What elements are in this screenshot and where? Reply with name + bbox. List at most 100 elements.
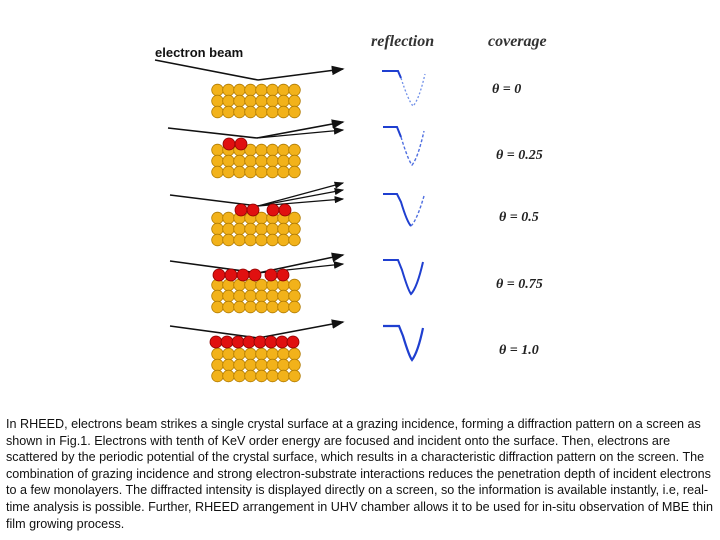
substrate-atom — [211, 300, 224, 314]
adatom — [209, 335, 223, 349]
substrate-atom — [277, 369, 290, 383]
reflection-curve-dotted — [410, 195, 425, 227]
substrate-atom — [277, 300, 290, 314]
substrate-atom — [222, 347, 235, 361]
electron-beam-label: electron beam — [155, 45, 244, 60]
substrate-atom — [266, 222, 279, 236]
substrate-atom — [233, 154, 246, 168]
reflection-curve — [383, 126, 402, 138]
substrate-atom — [255, 154, 268, 168]
substrate-atom — [222, 83, 235, 97]
substrate-atom — [244, 289, 257, 303]
substrate-atom — [288, 347, 301, 361]
substrate-atom — [288, 143, 301, 157]
substrate-atom — [266, 347, 279, 361]
substrate-atom — [277, 347, 290, 361]
incident-beam — [169, 194, 259, 207]
substrate-atom — [211, 143, 224, 157]
adatom — [276, 268, 290, 282]
substrate-atom — [277, 358, 290, 372]
substrate-atom — [277, 154, 290, 168]
reflected-beam — [256, 119, 345, 139]
substrate-atom — [244, 105, 257, 119]
substrate-atom — [255, 278, 268, 292]
adatom — [264, 268, 278, 282]
substrate-atom — [255, 222, 268, 236]
adatom — [220, 335, 234, 349]
substrate-atom — [233, 105, 246, 119]
adatom — [236, 268, 250, 282]
adatom — [234, 137, 248, 151]
row-theta-0.5 — [169, 181, 425, 247]
substrate-atom — [233, 369, 246, 383]
adatom — [212, 268, 226, 282]
substrate-atom — [255, 83, 268, 97]
substrate-atom — [288, 211, 301, 225]
reflection-curve — [383, 324, 425, 362]
substrate-atom — [277, 289, 290, 303]
reflection-curve-dotted — [400, 130, 425, 167]
substrate-atom — [255, 105, 268, 119]
substrate-atom — [244, 222, 257, 236]
substrate-atom — [222, 358, 235, 372]
reflection-curve — [383, 193, 412, 227]
coverage-header: coverage — [488, 33, 547, 50]
substrate-atom — [288, 94, 301, 108]
substrate-atom — [222, 105, 235, 119]
adatom — [242, 335, 256, 349]
substrate-atom — [211, 105, 224, 119]
substrate-atom — [211, 94, 224, 108]
substrate-atom — [277, 165, 290, 179]
substrate-atom — [233, 289, 246, 303]
coverage-label: θ = 0.75 — [496, 277, 543, 292]
substrate-atom — [211, 369, 224, 383]
adatom — [231, 335, 245, 349]
adatom — [286, 335, 300, 349]
reflected-beam — [257, 65, 345, 81]
substrate-crystal — [211, 143, 301, 179]
substrate-atom — [266, 233, 279, 247]
substrate-atom — [222, 300, 235, 314]
substrate-atom — [288, 105, 301, 119]
substrate-atom — [244, 358, 257, 372]
substrate-atom — [288, 233, 301, 247]
substrate-atom — [288, 154, 301, 168]
substrate-atom — [222, 233, 235, 247]
substrate-atom — [266, 300, 279, 314]
substrate-atom — [277, 233, 290, 247]
substrate-atom — [288, 278, 301, 292]
rheed-figure: electron beam reflection coverage — [154, 33, 547, 383]
substrate-atom — [255, 165, 268, 179]
substrate-atom — [255, 233, 268, 247]
coverage-label: θ = 0.5 — [499, 210, 539, 225]
substrate-atom — [211, 233, 224, 247]
substrate-atom — [244, 233, 257, 247]
substrate-atom — [211, 347, 224, 361]
substrate-atom — [288, 165, 301, 179]
substrate-atom — [244, 94, 257, 108]
substrate-atom — [211, 211, 224, 225]
adatom — [278, 203, 292, 217]
substrate-atom — [266, 358, 279, 372]
substrate-atom — [288, 222, 301, 236]
incident-beam — [154, 59, 259, 81]
row-theta-0 — [154, 59, 426, 119]
substrate-atom — [233, 222, 246, 236]
substrate-atom — [266, 154, 279, 168]
reflection-curve-dotted — [400, 73, 426, 107]
substrate-atom — [255, 289, 268, 303]
row-theta-0.75 — [169, 252, 424, 314]
substrate-atom — [255, 347, 268, 361]
reflection-curve — [382, 70, 402, 79]
substrate-atom — [222, 94, 235, 108]
substrate-atom — [288, 83, 301, 97]
substrate-atom — [222, 222, 235, 236]
reflected-beam — [257, 188, 345, 207]
coverage-label: θ = 0.25 — [496, 148, 543, 163]
substrate-atom — [222, 369, 235, 383]
substrate-atom — [288, 369, 301, 383]
row-theta-0.25 — [167, 119, 425, 179]
substrate-atom — [233, 233, 246, 247]
substrate-atom — [277, 94, 290, 108]
substrate-atom — [233, 347, 246, 361]
